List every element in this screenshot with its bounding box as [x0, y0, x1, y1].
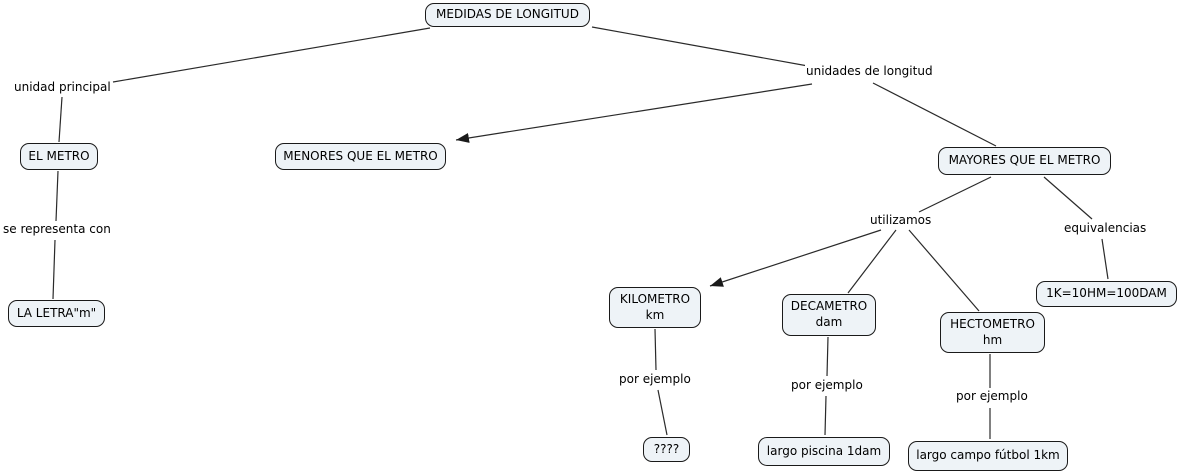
connector-decametro-por-ejemplo	[826, 336, 829, 377]
node-label: MEDIDAS DE LONGITUD	[436, 7, 579, 22]
node-sublabel: dam	[815, 315, 843, 329]
node-label: KILOMETRO	[619, 291, 691, 306]
node-ejemplo-hectometro[interactable]: largo campo fútbol 1km	[908, 441, 1068, 471]
connector-medidas-unidades-longitud	[591, 26, 809, 67]
edge-label-por-ejemplo-decametro[interactable]: por ejemplo	[790, 378, 864, 393]
connector-kilometro-por-ejemplo	[654, 328, 657, 371]
connector-por-ejemplo-piscina	[824, 395, 827, 436]
edge-label-utilizamos[interactable]: utilizamos	[869, 213, 933, 228]
edge-label-por-ejemplo-hectometro[interactable]: por ejemplo	[955, 389, 1029, 404]
connector-unidades-mayores	[872, 82, 997, 147]
connector-unidad-principal-el-metro	[58, 96, 63, 143]
node-ejemplo-kilometro[interactable]: ????	[643, 437, 690, 462]
connector-utilizamos-kilometro-arrow	[709, 229, 882, 287]
node-menores-que-el-metro[interactable]: MENORES QUE EL METRO	[275, 143, 446, 170]
node-el-metro[interactable]: EL METRO	[20, 143, 98, 170]
node-sublabel: hm	[982, 332, 1003, 347]
edge-label-unidad-principal[interactable]: unidad principal	[13, 80, 112, 95]
node-label: ????	[653, 441, 680, 456]
node-hectometro[interactable]: HECTOMETRO hm	[940, 312, 1045, 353]
node-sublabel: km	[645, 307, 665, 322]
node-label: DECAMETRO	[790, 299, 868, 314]
edge-label-se-representa-con[interactable]: se representa con	[2, 222, 112, 237]
edge-label-unidades-de-longitud[interactable]: unidades de longitud	[805, 64, 934, 79]
connector-equivalencias-valor	[1101, 238, 1109, 280]
edge-label-por-ejemplo-kilometro[interactable]: por ejemplo	[618, 372, 692, 387]
node-la-letra-m[interactable]: LA LETRA"m"	[8, 300, 105, 327]
node-mayores-que-el-metro[interactable]: MAYORES QUE EL METRO	[938, 147, 1111, 175]
connector-unidades-menores-arrow	[455, 83, 813, 143]
node-label: MAYORES QUE EL METRO	[948, 153, 1101, 168]
node-decametro[interactable]: DECAMETRO dam	[782, 294, 876, 336]
node-medidas-de-longitud[interactable]: MEDIDAS DE LONGITUD	[425, 3, 590, 27]
node-ejemplo-decametro[interactable]: largo piscina 1dam	[758, 437, 890, 466]
node-kilometro[interactable]: KILOMETRO km	[609, 287, 701, 328]
connector-el-metro-se-representa	[55, 170, 59, 222]
connector-por-ejemplo-question	[657, 389, 668, 436]
connector-medidas-unidad-principal	[112, 27, 431, 83]
node-label: largo piscina 1dam	[766, 443, 882, 458]
connector-utilizamos-hectometro	[908, 229, 980, 312]
node-label: HECTOMETRO	[950, 316, 1035, 331]
node-label: EL METRO	[28, 148, 90, 163]
connector-mayores-equivalencias	[1043, 176, 1093, 220]
node-label: LA LETRA"m"	[16, 305, 97, 320]
connector-mayores-utilizamos	[918, 176, 992, 213]
node-label: MENORES QUE EL METRO	[283, 148, 438, 163]
node-equivalencia-valor[interactable]: 1K=10HM=100DAM	[1036, 281, 1177, 307]
edge-label-equivalencias[interactable]: equivalencias	[1063, 221, 1148, 236]
connector-se-representa-la-letra	[52, 239, 56, 300]
node-label: largo campo fútbol 1km	[916, 448, 1060, 463]
connector-utilizamos-decametro	[847, 229, 897, 294]
node-label: 1K=10HM=100DAM	[1046, 286, 1167, 301]
